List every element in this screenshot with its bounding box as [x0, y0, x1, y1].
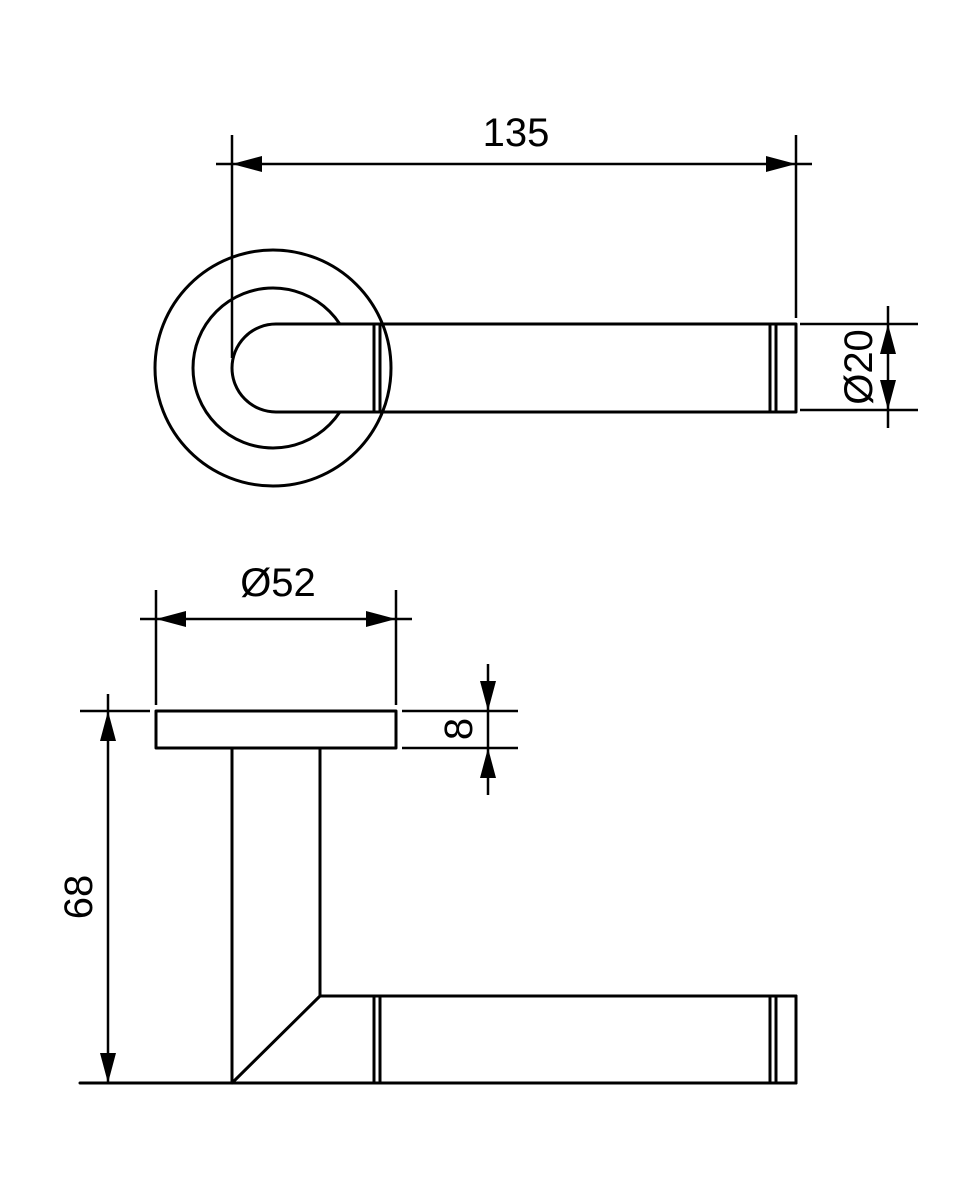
dim-68-arrow-top	[100, 711, 116, 741]
neck-bend-diagonal	[230, 994, 322, 1085]
dim-8-arrow-top	[480, 681, 496, 711]
dim-135-arrow-right	[766, 156, 796, 172]
dim-68-arrow-bottom	[100, 1053, 116, 1083]
lever-body	[372, 322, 798, 414]
dim-20-arrow-bottom	[880, 380, 896, 410]
dim-8-arrow-bottom	[480, 748, 496, 778]
dim-52-arrow-right	[366, 611, 396, 627]
dim-8-label: 8	[437, 718, 481, 740]
dim-20-arrow-top	[880, 324, 896, 354]
rose-plate	[154, 709, 398, 750]
dim-135-label: 135	[483, 111, 550, 155]
dim-52-label: Ø52	[240, 561, 316, 605]
dim-52-arrow-left	[156, 611, 186, 627]
lever-neck-mask	[236, 330, 380, 406]
lever-rounded-end	[230, 322, 376, 414]
top-view: 135 Ø20	[153, 111, 918, 488]
dim-68-label: 68	[57, 875, 101, 920]
side-view: Ø52 8 68	[57, 561, 798, 1085]
dim-20-label: Ø20	[837, 329, 881, 405]
dim-135-arrow-left	[232, 156, 262, 172]
rose-outer-circle	[153, 248, 393, 488]
